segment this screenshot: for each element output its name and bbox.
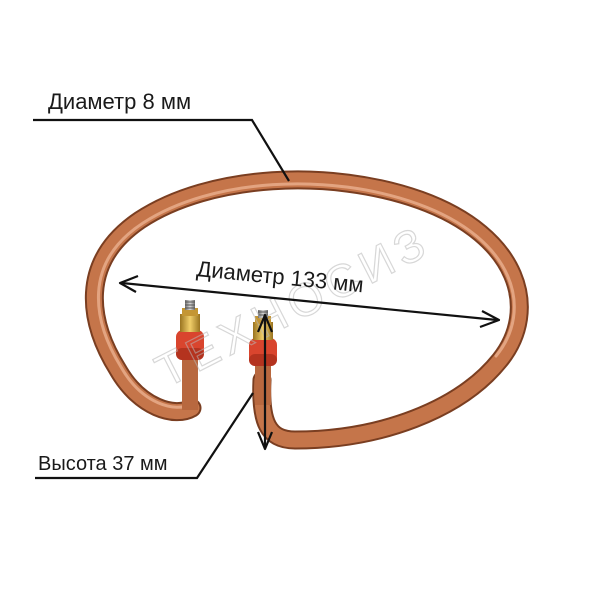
- left-brass-nut: [180, 314, 200, 332]
- copper-tube: [87, 172, 527, 448]
- right-leg: [255, 360, 271, 405]
- right-insulator-shade: [249, 354, 277, 366]
- left-insulator-shade: [176, 348, 204, 360]
- tube-diameter-leader: [33, 118, 290, 182]
- ring-diameter-arrow-right: [479, 310, 501, 329]
- height-arrow-bottom: [256, 431, 274, 451]
- left-leg: [182, 350, 198, 410]
- height-annotation: Высота 37 мм: [35, 313, 274, 480]
- copper-tube-highlight: [97, 182, 516, 409]
- height-arrow-top: [256, 313, 274, 333]
- height-label: Высота 37 мм: [38, 453, 168, 475]
- left-brass-nut-top: [182, 308, 198, 316]
- tube-diameter-label: Диаметр 8 мм: [48, 89, 191, 114]
- right-thread: [258, 310, 268, 318]
- ring-diameter-arrow-left: [118, 274, 139, 293]
- heating-element: [85, 170, 529, 450]
- height-leader: [35, 392, 254, 480]
- ring-diameter-line: [121, 281, 498, 322]
- tube-diameter-annotation: Диаметр 8 мм: [33, 89, 290, 182]
- right-brass-nut: [253, 322, 273, 340]
- left-thread: [185, 300, 195, 310]
